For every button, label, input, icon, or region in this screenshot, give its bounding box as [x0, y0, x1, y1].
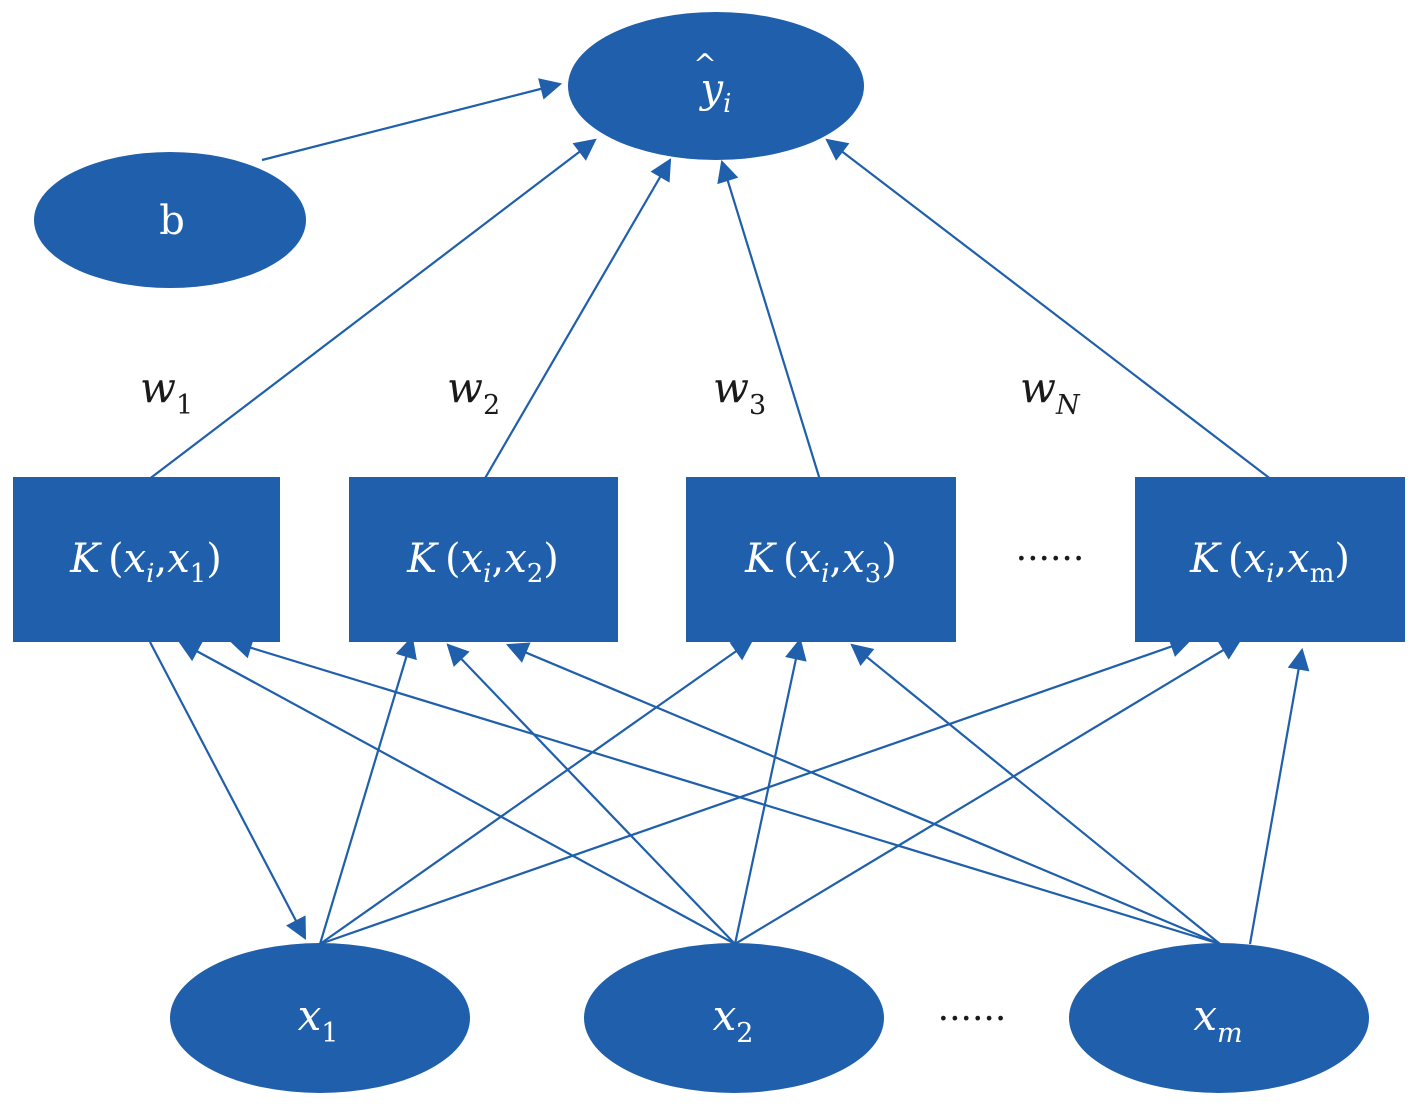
kernel-label-2: K(xi,x2) — [406, 536, 559, 589]
kernel-label-m: K(xi,xm) — [1189, 536, 1350, 589]
bias-node: b — [34, 152, 306, 288]
kernel-box-3 — [686, 477, 956, 642]
input-node-2-shape — [584, 943, 884, 1093]
kernel-node-m: K(xi,xm) — [1135, 477, 1405, 642]
kernel-box-2 — [349, 477, 618, 642]
output-node-shape — [568, 12, 864, 160]
edge-input-1-to-kernel-3 — [319, 638, 754, 945]
edge-input-2-to-kernel-2 — [446, 643, 736, 945]
weight-labels: w1 w2 w3 wN — [140, 363, 1081, 421]
kernel-box-1 — [13, 477, 280, 642]
edge-bias-to-output — [261, 78, 563, 162]
input-node-m: xm — [1069, 943, 1369, 1093]
input-node-1-shape — [170, 943, 470, 1093]
output-edges — [147, 78, 1273, 481]
edge-input-2-to-kernel-3 — [733, 637, 807, 945]
edge-kernel-1-to-output — [147, 138, 597, 481]
input-label-m: xm — [1193, 991, 1242, 1049]
weight-label-n: wN — [1020, 363, 1081, 421]
weight-label-3: w3 — [713, 363, 766, 421]
edge-input-2-to-kernel-1 — [178, 640, 736, 945]
weight-label-1: w1 — [140, 363, 193, 421]
input-layer: x1 x2 ...... xm — [170, 943, 1369, 1093]
edge-kernel-3-to-output — [717, 159, 822, 481]
edge-input-m-to-kernel-3 — [850, 643, 1221, 945]
edge-input-2-to-kernel-4 — [734, 638, 1242, 945]
edge-kernel-2-to-output — [483, 158, 672, 481]
output-label-sub: i — [723, 89, 731, 119]
svg-text:yi: yi — [699, 66, 732, 119]
input-label-1: x1 — [298, 991, 339, 1049]
edge-input-1-to-kernel-4 — [319, 636, 1193, 946]
edge-input-m-to-kernel-1 — [229, 637, 1221, 946]
input-node-m-shape — [1069, 943, 1369, 1093]
kernel-label-1: K(xi,x1) — [69, 536, 222, 589]
kernel-layer: K(xi,x1) K(xi,x2) K(xi,x3) ...... K(xi,x… — [13, 477, 1405, 642]
input-node-2: x2 — [584, 943, 884, 1093]
kernel-node-2: K(xi,x2) — [349, 477, 618, 642]
edge-kernel-1-to-input-1 — [149, 641, 307, 940]
input-node-1: x1 — [170, 943, 470, 1093]
weight-label-2: w2 — [447, 363, 500, 421]
input-ellipsis: ...... — [938, 988, 1007, 1029]
kernel-node-1: K(xi,x1) — [13, 477, 280, 642]
kernel-label-3: K(xi,x3) — [744, 536, 897, 589]
kernel-node-3: K(xi,x3) — [686, 477, 956, 642]
output-label-hat: ^ — [693, 48, 716, 81]
bias-label: b — [159, 198, 185, 244]
bias-node-shape — [34, 152, 306, 288]
edge-input-m-to-kernel-4 — [1248, 647, 1310, 945]
output-label-base: y — [699, 66, 725, 112]
edge-input-1-to-kernel-2 — [318, 635, 417, 945]
input-edges — [149, 635, 1310, 946]
edge-input-m-to-kernel-2 — [505, 642, 1221, 946]
kernel-box-m — [1135, 477, 1405, 642]
kernel-ellipsis: ...... — [1016, 528, 1085, 569]
output-node: yi ^ — [568, 12, 864, 160]
edge-kernel-4-to-output — [825, 138, 1273, 481]
input-label-2: x2 — [713, 991, 754, 1049]
